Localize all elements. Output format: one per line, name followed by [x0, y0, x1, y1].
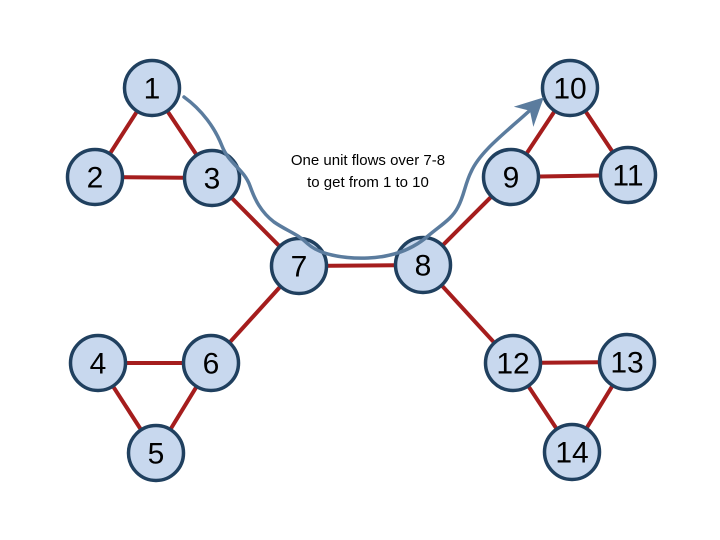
- flow-annotation: One unit flows over 7-8 to get from 1 to…: [258, 150, 478, 194]
- node-label-12: 12: [496, 348, 529, 381]
- node-3: [182, 148, 242, 208]
- node-9: [481, 147, 541, 207]
- node-label-5: 5: [148, 438, 165, 471]
- node-label-13: 13: [610, 347, 643, 380]
- node-label-2: 2: [87, 162, 104, 195]
- node-label-8: 8: [415, 250, 432, 283]
- node-1: [122, 58, 182, 118]
- node-8: [393, 235, 453, 295]
- node-12: [483, 333, 543, 393]
- node-label-7: 7: [291, 251, 308, 284]
- node-6: [181, 333, 241, 393]
- node-label-9: 9: [503, 162, 520, 195]
- node-label-11: 11: [612, 160, 643, 193]
- node-label-4: 4: [90, 348, 107, 381]
- node-label-6: 6: [203, 348, 220, 381]
- node-4: [68, 333, 128, 393]
- node-11: [598, 145, 658, 205]
- flow-arrow: [182, 95, 544, 260]
- node-label-14: 14: [555, 437, 588, 470]
- node-label-10: 10: [553, 73, 586, 106]
- node-2: [65, 147, 125, 207]
- node-13: [597, 332, 657, 392]
- node-label-3: 3: [204, 163, 221, 196]
- node-label-1: 1: [144, 73, 161, 106]
- node-5: [126, 423, 186, 483]
- annotation-line-2: to get from 1 to 10: [307, 174, 429, 191]
- node-10: [540, 58, 600, 118]
- annotation-line-1: One unit flows over 7-8: [290, 152, 446, 169]
- node-14: [542, 422, 602, 482]
